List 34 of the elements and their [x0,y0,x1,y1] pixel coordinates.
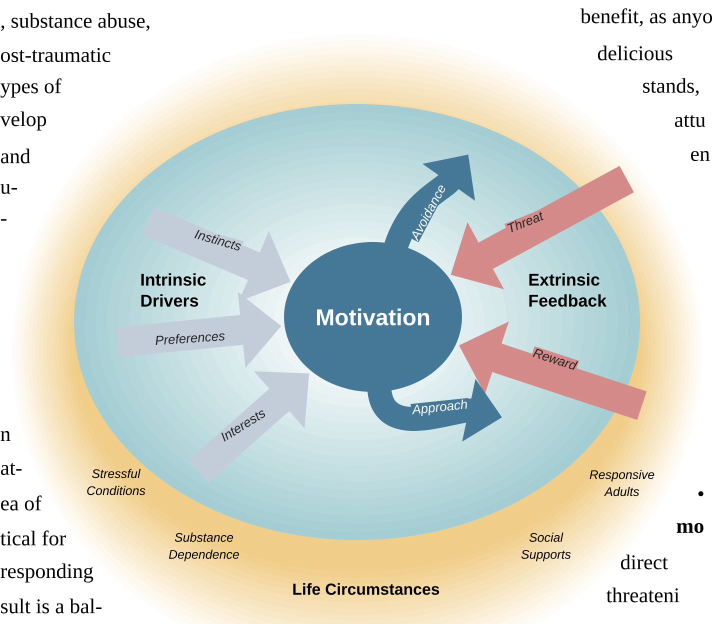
body-text: direct [620,554,668,570]
body-text: en [691,150,710,162]
body-text: delicious [598,46,672,60]
edge-label: Threat [504,209,546,235]
bullet: • [698,491,704,496]
body-text: - [1,219,6,221]
body-text: at- [0,462,22,475]
body-text: velop [0,111,46,131]
body-text: tical for [0,530,66,546]
ring-title: Life Circumstances [293,583,440,595]
body-text: and [0,148,30,164]
body-text: mo [676,522,704,534]
factor-label: Substance Dependence [168,532,239,562]
body-text: attu [674,114,706,127]
edge-label: Instincts [192,228,244,252]
body-text: sult is a bal- [1,598,102,614]
body-text: ost-traumatic [1,48,110,62]
factor-label: Stressful Conditions [87,468,146,496]
body-text: stands, [643,78,699,96]
body-text: ypes of [0,78,62,98]
factor-label: Social Supports [521,532,571,562]
body-text: ea of [1,496,42,510]
group-heading: Intrinsic Drivers [141,273,206,307]
body-text: benefit, as anyo [580,8,712,28]
body-text: responding [0,563,94,583]
body-text: u- [0,184,17,194]
edge-label: Approach [410,398,470,418]
group-heading: Extrinsic Feedback [529,273,607,307]
factor-label: Responsive Adults [590,470,654,496]
edge-label: Preferences [154,330,226,346]
body-text: , substance abuse, [1,13,150,31]
body-text: threateni [606,588,680,602]
edge-label: Reward [530,346,580,372]
body-text: n [0,431,10,441]
